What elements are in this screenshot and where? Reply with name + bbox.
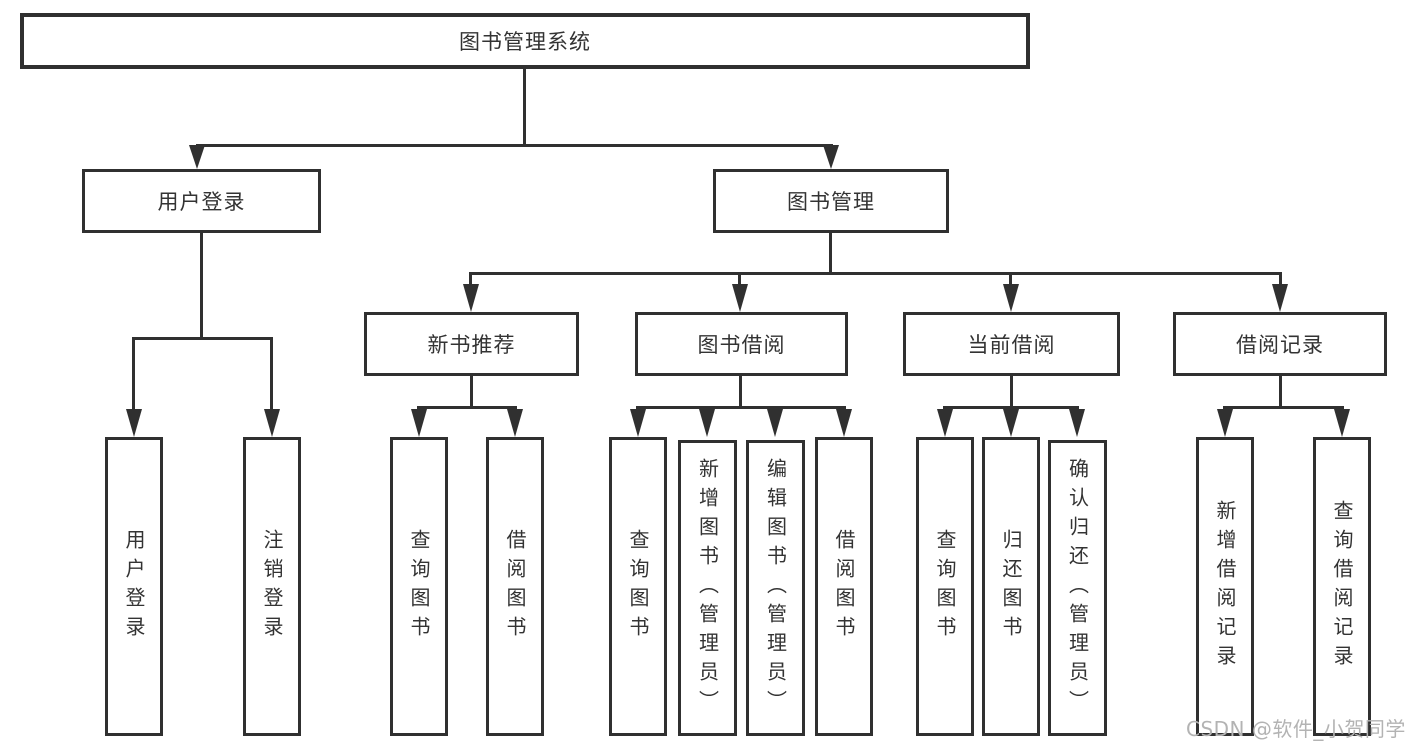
arrowhead-to-current-borrow xyxy=(1003,284,1019,312)
arrowhead-to-user-login xyxy=(189,145,205,169)
arrowhead-to-bb-edit xyxy=(767,409,783,437)
connector-user-login-hline xyxy=(132,337,273,340)
arrowhead-to-cb-query xyxy=(937,409,953,437)
leaf-nb-query-books-label: 查询图书 xyxy=(407,528,431,645)
leaf-cb-confirm-return-admin-label: 确认归还（管理员） xyxy=(1065,457,1090,719)
arrowhead-to-bb-query xyxy=(630,409,646,437)
connector-stem-book-borrow xyxy=(738,272,741,286)
node-book-mgmt-label: 图书管理 xyxy=(787,190,875,214)
leaf-br-add-record-label: 新增借阅记录 xyxy=(1213,499,1237,674)
watermark-csdn: CSDN @软件_小贺同学 xyxy=(1186,717,1405,741)
leaf-br-query-record: 查询借阅记录 xyxy=(1313,437,1371,736)
connector-borrow-record-vline xyxy=(1279,376,1282,408)
leaf-bb-query-books: 查询图书 xyxy=(609,437,667,736)
leaf-br-add-record: 新增借阅记录 xyxy=(1196,437,1254,736)
leaf-cb-return-books-label: 归还图书 xyxy=(999,528,1023,645)
leaf-user-login-label: 用户登录 xyxy=(122,528,146,645)
leaf-bb-edit-books-admin: 编辑图书（管理员） xyxy=(746,440,805,736)
arrowhead-to-new-book xyxy=(463,284,479,312)
arrowhead-to-bb-borrow xyxy=(836,409,852,437)
node-borrow-record: 借阅记录 xyxy=(1173,312,1387,376)
connector-book-mgmt-vline xyxy=(829,233,832,275)
leaf-cb-query-books: 查询图书 xyxy=(916,437,974,736)
connector-book-borrow-hline xyxy=(636,406,846,409)
connector-root-hline xyxy=(196,144,833,147)
leaf-bb-borrow-books: 借阅图书 xyxy=(815,437,873,736)
leaf-cb-confirm-return-admin: 确认归还（管理员） xyxy=(1048,440,1107,736)
leaf-bb-borrow-books-label: 借阅图书 xyxy=(832,528,856,645)
node-user-login-label: 用户登录 xyxy=(157,190,246,214)
connector-borrow-record-hline xyxy=(1223,406,1344,409)
connector-book-borrow-vline xyxy=(739,376,742,408)
connector-stem-current-borrow xyxy=(1009,272,1012,286)
arrowhead-to-nb-query xyxy=(411,409,427,437)
arrowhead-to-br-query xyxy=(1334,409,1350,437)
leaf-bb-add-books-admin-label: 新增图书（管理员） xyxy=(695,457,720,719)
node-new-book-rec: 新书推荐 xyxy=(364,312,579,376)
arrowhead-to-cb-confirm xyxy=(1069,409,1085,437)
node-current-borrow: 当前借阅 xyxy=(903,312,1120,376)
leaf-nb-query-books: 查询图书 xyxy=(390,437,448,736)
leaf-bb-edit-books-admin-label: 编辑图书（管理员） xyxy=(763,457,788,719)
node-new-book-rec-label: 新书推荐 xyxy=(427,333,516,357)
node-current-borrow-label: 当前借阅 xyxy=(967,333,1056,357)
connector-current-borrow-vline xyxy=(1010,376,1013,408)
leaf-cb-return-books: 归还图书 xyxy=(982,437,1040,736)
connector-new-book-vline xyxy=(470,376,473,408)
arrowhead-to-book-borrow xyxy=(732,284,748,312)
leaf-bb-query-books-label: 查询图书 xyxy=(626,528,650,645)
connector-new-book-hline xyxy=(417,406,517,409)
connector-stem-leaf-user-login xyxy=(132,337,135,411)
leaf-nb-borrow-books-label: 借阅图书 xyxy=(503,528,527,645)
leaf-nb-borrow-books: 借阅图书 xyxy=(486,437,544,736)
arrowhead-to-br-add xyxy=(1217,409,1233,437)
leaf-logout: 注销登录 xyxy=(243,437,301,736)
node-borrow-record-label: 借阅记录 xyxy=(1236,333,1324,357)
arrowhead-to-leaf-user-login xyxy=(126,409,142,437)
connector-stem-leaf-logout xyxy=(270,337,273,411)
arrowhead-to-leaf-logout xyxy=(264,409,280,437)
arrowhead-to-borrow-record xyxy=(1272,284,1288,312)
leaf-logout-label: 注销登录 xyxy=(260,528,284,645)
node-root-label: 图书管理系统 xyxy=(459,30,591,54)
node-book-borrow-label: 图书借阅 xyxy=(697,333,786,357)
node-root: 图书管理系统 xyxy=(20,13,1030,69)
connector-user-login-vline xyxy=(200,233,203,340)
connector-stem-borrow-record xyxy=(1279,272,1282,286)
connector-root-vline xyxy=(523,69,526,147)
node-book-borrow: 图书借阅 xyxy=(635,312,848,376)
arrowhead-to-cb-return xyxy=(1003,409,1019,437)
connector-current-borrow-hline xyxy=(943,406,1079,409)
leaf-br-query-record-label: 查询借阅记录 xyxy=(1330,499,1354,674)
node-book-mgmt: 图书管理 xyxy=(713,169,949,233)
leaf-bb-add-books-admin: 新增图书（管理员） xyxy=(678,440,737,736)
arrowhead-to-nb-borrow xyxy=(507,409,523,437)
connector-stem-new-book xyxy=(469,272,472,286)
leaf-user-login: 用户登录 xyxy=(105,437,163,736)
arrowhead-to-book-mgmt xyxy=(823,145,839,169)
connector-book-mgmt-hline xyxy=(469,272,1282,275)
leaf-cb-query-books-label: 查询图书 xyxy=(933,528,957,645)
arrowhead-to-bb-add xyxy=(699,409,715,437)
node-user-login: 用户登录 xyxy=(82,169,321,233)
